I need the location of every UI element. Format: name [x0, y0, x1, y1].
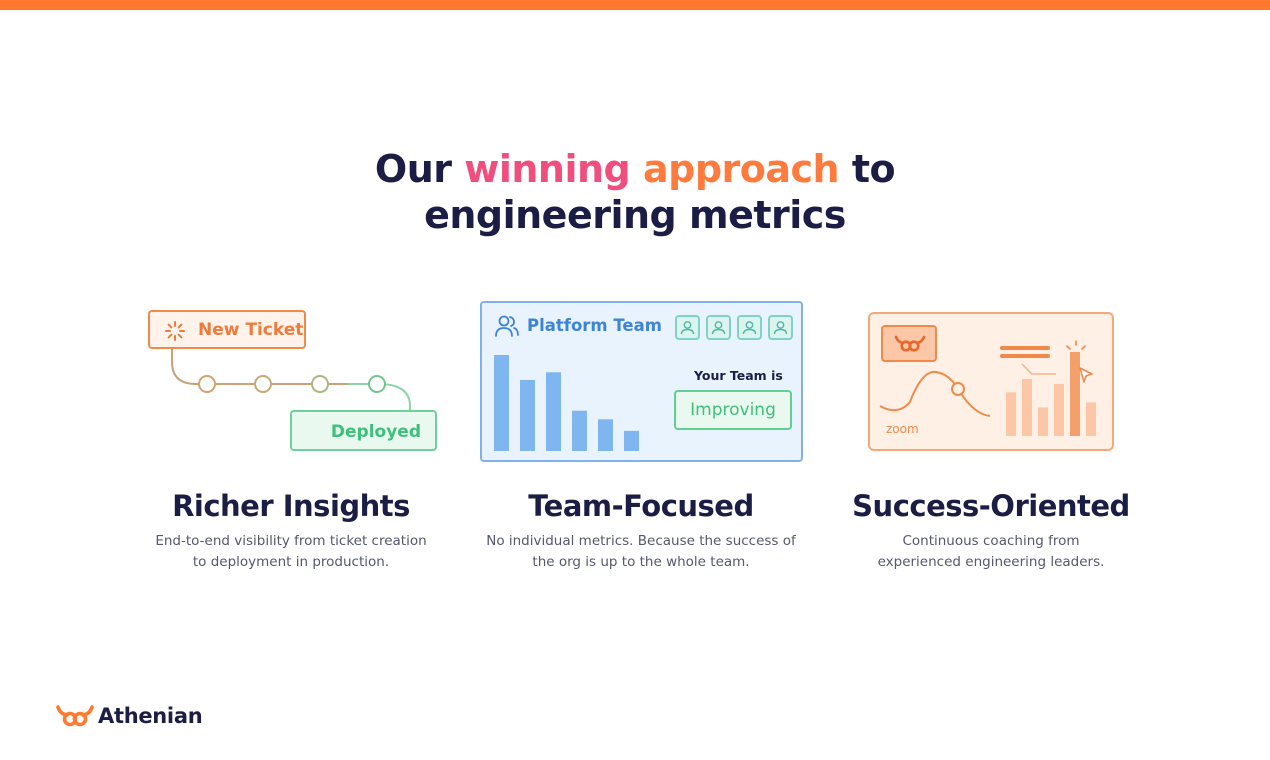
avatar	[768, 315, 793, 340]
bar	[1054, 383, 1064, 436]
pipeline-node	[311, 375, 329, 393]
bar	[1070, 352, 1080, 436]
bar	[520, 379, 535, 451]
avatar	[737, 315, 762, 340]
heading-line-2: engineering metrics	[424, 193, 846, 237]
bar	[494, 355, 509, 451]
team-icon	[495, 315, 519, 337]
heading-part-1: Our	[374, 147, 465, 191]
bar	[1022, 378, 1032, 436]
avatar	[675, 315, 700, 340]
coaching-panel: zoom	[868, 312, 1114, 451]
card-description: Continuous coaching from experienced eng…	[877, 533, 1105, 570]
pipeline-node	[254, 375, 272, 393]
bar	[598, 419, 613, 451]
platform-team-title: Platform Team	[527, 316, 662, 335]
new-ticket-label: New Ticket	[198, 320, 304, 340]
bar	[572, 410, 587, 451]
logo-tile	[881, 325, 937, 362]
pipeline-path-orange	[171, 349, 348, 385]
bar	[1086, 402, 1096, 436]
deployed-label: Deployed	[330, 422, 421, 442]
card-title: Success-Oriented	[852, 489, 1130, 523]
user-icon	[680, 321, 695, 335]
heading-part-2: to	[839, 147, 896, 191]
card-title: Team-Focused	[528, 489, 754, 523]
coaching-bar-chart	[1006, 352, 1096, 436]
new-ticket-box: New Ticket	[148, 310, 306, 349]
bar	[1038, 407, 1048, 436]
user-icon	[711, 321, 726, 335]
top-accent-bar	[0, 0, 1270, 10]
brand-name: Athenian	[98, 704, 203, 728]
card-description: No individual metrics. Because the succe…	[486, 533, 796, 570]
card-title: Richer Insights	[172, 489, 410, 523]
pipeline-illustration	[171, 349, 411, 410]
pipeline-node	[368, 375, 386, 393]
zoom-label: zoom	[886, 422, 919, 436]
heading-space	[630, 147, 643, 191]
team-status-badge: Improving	[674, 390, 792, 430]
cursor-icon	[1066, 340, 1093, 383]
heading-highlight-winning: winning	[464, 147, 631, 191]
user-icon	[742, 321, 757, 335]
text-lines	[1000, 346, 1056, 375]
bar	[624, 430, 639, 451]
heading-highlight-approach: approach	[642, 147, 840, 191]
page-heading: Our winning approach to engineering metr…	[0, 146, 1270, 238]
user-icon	[773, 321, 788, 335]
avatar	[706, 315, 731, 340]
platform-team-panel: Platform Team Your Team is Improving	[480, 301, 803, 462]
heading-line-1: Our winning approach to	[0, 146, 1270, 192]
card-description: End-to-end visibility from ticket creati…	[155, 533, 427, 570]
bar	[546, 372, 561, 451]
trend-line	[879, 370, 991, 417]
team-status-caption: Your Team is	[694, 368, 783, 383]
bar	[1006, 392, 1016, 436]
bull-logo-icon	[56, 705, 94, 727]
team-bar-chart	[494, 355, 639, 451]
deployed-box: Deployed	[290, 410, 437, 451]
bull-logo-icon	[894, 335, 926, 352]
sparkle-icon	[165, 321, 185, 341]
pipeline-node	[198, 375, 216, 393]
